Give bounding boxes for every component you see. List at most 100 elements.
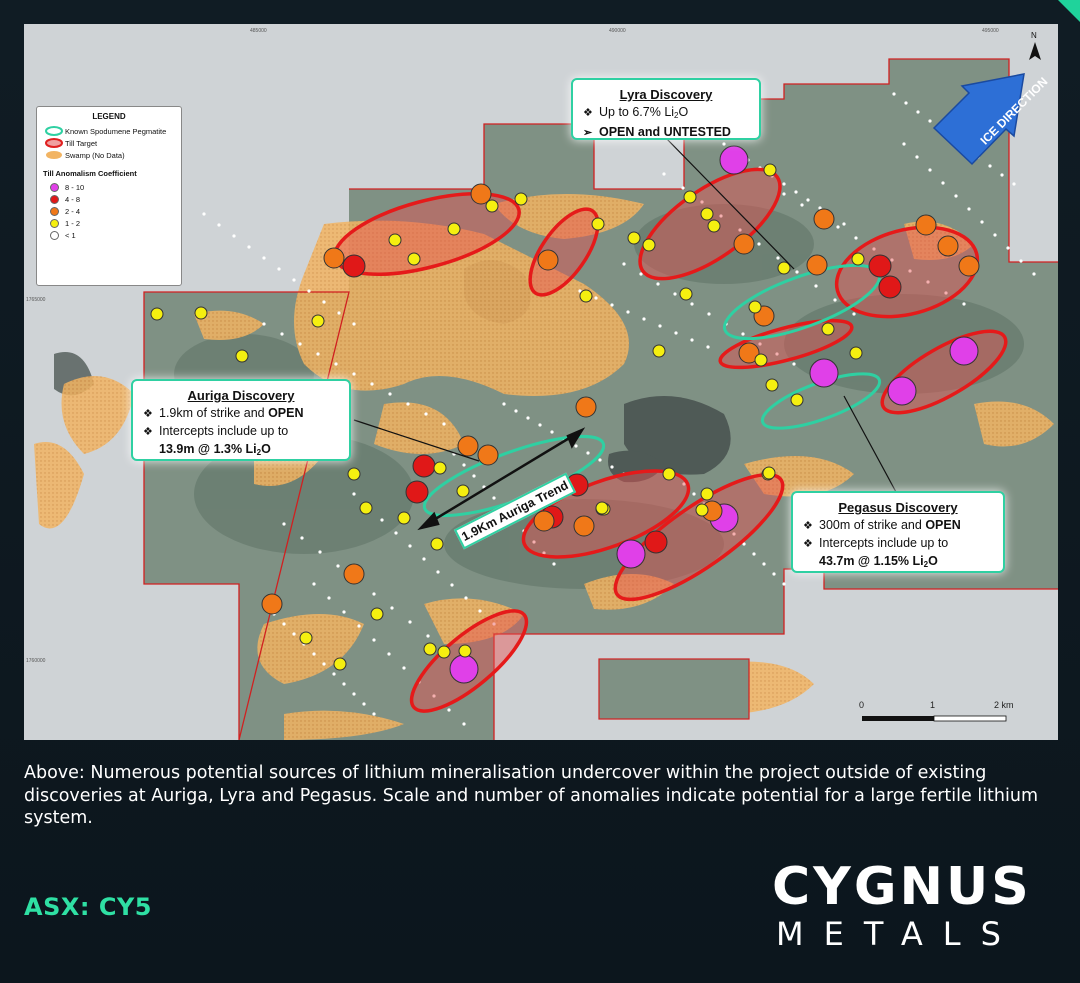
anomaly-point bbox=[762, 466, 776, 480]
anomaly-point bbox=[388, 233, 402, 247]
sample-dot bbox=[318, 550, 322, 554]
auriga-leader bbox=[353, 419, 480, 462]
lyra-leader bbox=[663, 135, 795, 270]
sample-dot bbox=[988, 164, 992, 168]
pegasus-callout: Pegasus Discovery ❖300m of strike and OP… bbox=[791, 491, 1005, 573]
legend-class-label: 1 - 2 bbox=[65, 218, 81, 228]
anomaly-point bbox=[662, 467, 676, 481]
sample-dot bbox=[447, 708, 451, 712]
lyra-line-1: ❖Up to 6.7% Li2O bbox=[583, 105, 689, 120]
anomaly-point bbox=[642, 238, 656, 252]
anomaly-point bbox=[311, 314, 325, 328]
sample-dot bbox=[312, 582, 316, 586]
sample-dot bbox=[532, 540, 536, 544]
sample-dot bbox=[836, 225, 840, 229]
sample-dot bbox=[782, 192, 786, 196]
sample-dot bbox=[462, 722, 466, 726]
sample-dot bbox=[262, 256, 266, 260]
sample-dot bbox=[980, 220, 984, 224]
sample-dot bbox=[757, 242, 761, 246]
anomaly-point bbox=[412, 454, 436, 478]
scale-label: 1 bbox=[930, 700, 935, 710]
legend-class: 8 - 10 bbox=[43, 181, 175, 193]
anomaly-point bbox=[765, 378, 779, 392]
sample-dot bbox=[690, 338, 694, 342]
anomalies bbox=[150, 145, 980, 684]
sample-dot bbox=[550, 430, 554, 434]
anomaly-point bbox=[652, 344, 666, 358]
sample-dot bbox=[706, 345, 710, 349]
sample-dot bbox=[719, 214, 723, 218]
sample-dot bbox=[800, 203, 804, 207]
sample-dot bbox=[336, 564, 340, 568]
sample-dot bbox=[656, 282, 660, 286]
sample-dot bbox=[514, 409, 518, 413]
sample-dot bbox=[426, 634, 430, 638]
anomaly-point bbox=[485, 199, 499, 213]
legend-class: 2 - 4 bbox=[43, 205, 175, 217]
legend-class: 4 - 8 bbox=[43, 193, 175, 205]
sample-dots bbox=[202, 92, 1036, 726]
sample-dot bbox=[390, 606, 394, 610]
north-arrow: N bbox=[1029, 31, 1041, 60]
sample-dot bbox=[1006, 246, 1010, 250]
sample-dot bbox=[282, 622, 286, 626]
sample-dot bbox=[372, 638, 376, 642]
sample-dot bbox=[941, 181, 945, 185]
sample-dot bbox=[594, 296, 598, 300]
anomaly-point bbox=[700, 487, 714, 501]
anomaly-point bbox=[695, 503, 709, 517]
pegasus-line-2: ❖Intercepts include up to bbox=[803, 536, 949, 550]
caption: Above: Numerous potential sources of lit… bbox=[24, 763, 1039, 828]
anomaly-point bbox=[958, 255, 980, 277]
legend-item-label: Till Target bbox=[65, 138, 98, 148]
anomaly-point bbox=[949, 336, 979, 366]
legend-class-label: < 1 bbox=[65, 230, 76, 240]
sample-dot bbox=[352, 492, 356, 496]
sample-dot bbox=[298, 342, 302, 346]
sample-dot bbox=[776, 256, 780, 260]
sample-dot bbox=[890, 258, 894, 262]
till-target-ellipse bbox=[613, 472, 785, 602]
sample-dot bbox=[742, 542, 746, 546]
sample-dot bbox=[908, 269, 912, 273]
inset-block bbox=[598, 658, 750, 720]
anomaly-point bbox=[595, 501, 609, 515]
coord-label: 1765000 bbox=[26, 297, 46, 303]
anomaly-point bbox=[433, 461, 447, 475]
sample-dot bbox=[464, 596, 468, 600]
scale-bar: 0 1 2 km bbox=[859, 700, 1014, 722]
sample-dot bbox=[406, 402, 410, 406]
sample-dot bbox=[408, 620, 412, 624]
trend-arrow bbox=[417, 427, 586, 531]
sample-dot bbox=[492, 622, 496, 626]
sample-dot bbox=[674, 331, 678, 335]
anomaly-point bbox=[849, 346, 863, 360]
leader-lines bbox=[353, 135, 897, 493]
map-frame: 485000 490000 495000 1765000 1760000 bbox=[24, 24, 1058, 740]
till-targets bbox=[333, 167, 1008, 713]
sample-dot bbox=[818, 206, 822, 210]
north-label: N bbox=[1031, 31, 1037, 40]
anomaly-point bbox=[150, 307, 164, 321]
legend-class: 1 - 2 bbox=[43, 217, 175, 229]
sample-dot bbox=[442, 422, 446, 426]
sample-dot bbox=[372, 592, 376, 596]
sample-dot bbox=[526, 416, 530, 420]
anomaly-point bbox=[878, 275, 902, 299]
anomaly-point bbox=[644, 530, 668, 554]
sample-dot bbox=[292, 278, 296, 282]
sample-dot bbox=[217, 223, 221, 227]
sample-dot bbox=[806, 198, 810, 202]
pegasus-line-1: ❖300m of strike and OPEN bbox=[803, 518, 961, 532]
lyra-line-2: ➢OPEN and UNTESTED bbox=[583, 125, 731, 139]
anomaly-point bbox=[719, 145, 749, 175]
anomaly-point bbox=[616, 539, 646, 569]
sample-dot bbox=[967, 207, 971, 211]
anomaly-point bbox=[514, 192, 528, 206]
anomaly-point bbox=[851, 252, 865, 266]
coord-label: 490000 bbox=[609, 28, 626, 34]
legend-class-label: 2 - 4 bbox=[65, 206, 81, 216]
sample-dot bbox=[277, 267, 281, 271]
sample-dot bbox=[578, 289, 582, 293]
